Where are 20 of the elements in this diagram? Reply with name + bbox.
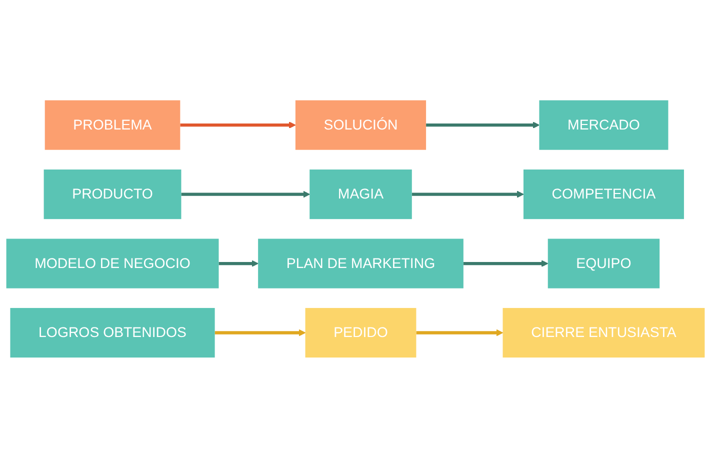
node-box: PEDIDO — [305, 308, 416, 358]
node-box: COMPETENCIA — [523, 169, 684, 219]
arrow — [180, 121, 296, 128]
node-box: MERCADO — [539, 100, 668, 150]
node-box: MODELO DE NEGOCIO — [6, 238, 219, 288]
node-box: EQUIPO — [548, 238, 660, 288]
arrow — [214, 328, 306, 336]
node-box: PRODUCTO — [44, 169, 182, 219]
node-box: LOGROS OBTENIDOS — [10, 308, 215, 358]
arrow — [181, 190, 310, 198]
node-box: CIERRE ENTUSIASTA — [502, 308, 705, 358]
arrow — [218, 260, 258, 267]
node-box: PLAN DE MARKETING — [258, 238, 464, 288]
arrow — [416, 328, 504, 336]
node-box: MAGIA — [310, 169, 412, 219]
node-box: SOLUCIÓN — [295, 100, 426, 150]
arrow — [426, 121, 540, 128]
arrow — [463, 260, 548, 267]
node-box: PROBLEMA — [44, 100, 180, 150]
arrow — [412, 190, 524, 198]
